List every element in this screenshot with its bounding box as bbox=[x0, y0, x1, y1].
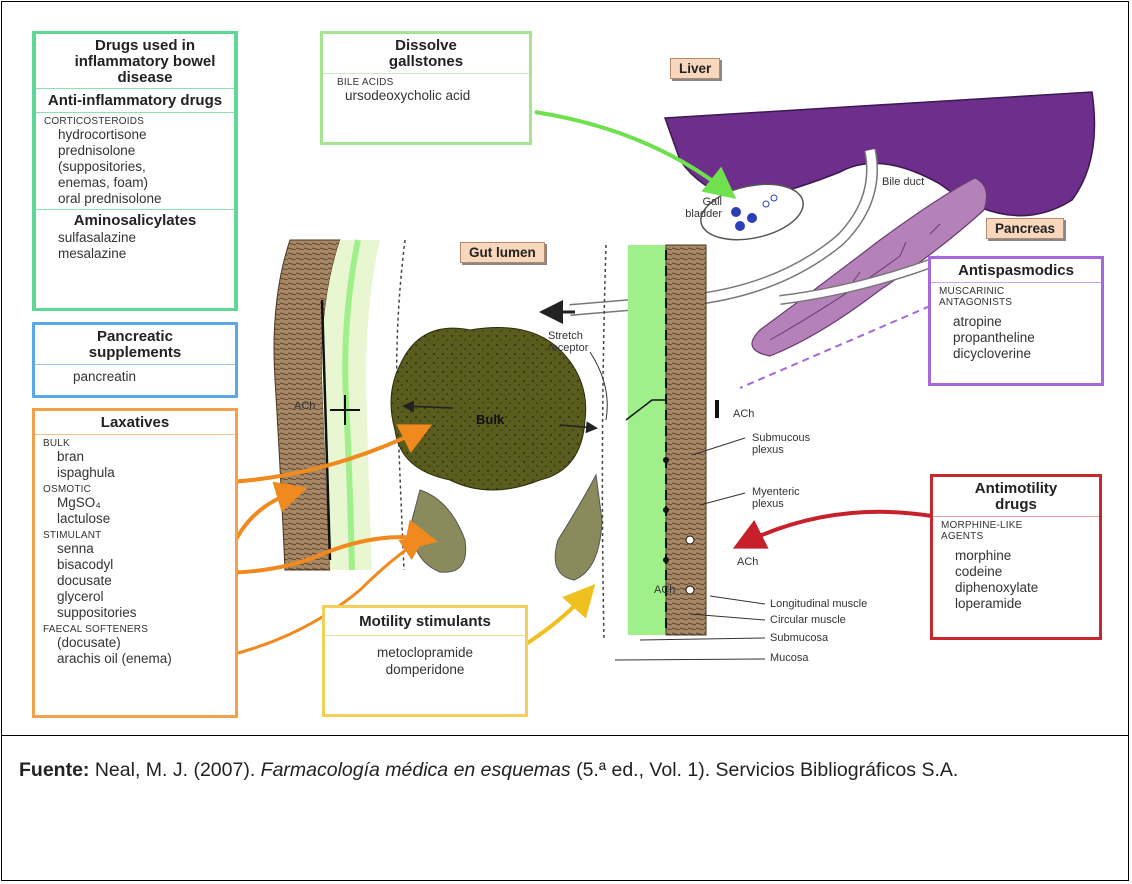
drug-item: hydrocortisone bbox=[36, 127, 234, 143]
right-mucosa-layer bbox=[628, 245, 666, 635]
drug-item: enemas, foam) bbox=[36, 175, 234, 191]
motility-stimulants-box: Motility stimulants metoclopramide dompe… bbox=[322, 605, 528, 717]
gallstones-box: Dissolve gallstones BILE ACIDS ursodeoxy… bbox=[320, 31, 532, 145]
stimulant-category: STIMULANT bbox=[35, 527, 235, 541]
gall-bladder-label: Gall bladder bbox=[676, 196, 722, 220]
drug-item: MgSO₄ bbox=[35, 495, 235, 511]
liver-tag: Liver bbox=[670, 58, 720, 79]
morphine-like-category: MORPHINE-LIKE AGENTS bbox=[933, 517, 1099, 542]
ibd-drugs-box: Drugs used in inflammatory bowel disease… bbox=[32, 31, 238, 311]
bulk-category: BULK bbox=[35, 435, 235, 449]
caption-book-title: Farmacología médica en esquemas bbox=[261, 759, 571, 781]
corticosteroids-category: CORTICOSTEROIDS bbox=[36, 113, 234, 127]
laxatives-title: Laxatives bbox=[35, 411, 235, 434]
ach-label-up: ACh bbox=[654, 584, 675, 596]
motility-title: Motility stimulants bbox=[325, 608, 525, 635]
pancreatic-supplements-box: Pancreatic supplements pancreatin bbox=[32, 322, 238, 398]
drug-item: metoclopramide bbox=[325, 644, 525, 661]
right-muscle-layer bbox=[666, 245, 706, 635]
drug-item: mesalazine bbox=[36, 246, 234, 262]
pancreatic-title: Pancreatic supplements bbox=[35, 325, 235, 364]
drug-item: loperamide bbox=[933, 596, 1099, 612]
laxatives-box: Laxatives BULK bran ispaghula OSMOTIC Mg… bbox=[32, 408, 238, 718]
drug-item: (suppositories, bbox=[36, 159, 234, 175]
bile-acids-category: BILE ACIDS bbox=[323, 74, 529, 88]
gut-lumen-tag: Gut lumen bbox=[460, 242, 545, 263]
drug-item: ursodeoxycholic acid bbox=[323, 88, 529, 104]
submucosa-label: Submucosa bbox=[770, 632, 828, 644]
ach-label-down: ACh bbox=[737, 556, 758, 568]
gi-drugs-diagram: Drugs used in inflammatory bowel disease… bbox=[0, 0, 1132, 735]
gallstones-title: Dissolve gallstones bbox=[323, 34, 529, 73]
aminosalicylates-heading: Aminosalicylates bbox=[36, 210, 234, 230]
mucosa-label: Mucosa bbox=[770, 652, 809, 664]
stretch-receptor-label: Stretch receptor bbox=[548, 330, 608, 354]
caption-authors: Neal, M. J. (2007). bbox=[95, 759, 255, 781]
drug-item: dicycloverine bbox=[931, 346, 1101, 362]
bile-duct-label: Bile duct bbox=[882, 176, 924, 188]
muscarinic-category: MUSCARINIC ANTAGONISTS bbox=[931, 283, 1101, 308]
drug-item: propantheline bbox=[931, 330, 1101, 346]
faecal-softeners-category: FAECAL SOFTENERS bbox=[35, 621, 235, 635]
ibd-title: Drugs used in inflammatory bowel disease bbox=[36, 34, 234, 88]
ach-label-left: ACh bbox=[294, 400, 315, 412]
drug-item: pancreatin bbox=[35, 365, 235, 385]
longitudinal-muscle-label: Longitudinal muscle bbox=[770, 598, 867, 610]
drug-item: morphine bbox=[933, 548, 1099, 564]
drug-item: arachis oil (enema) bbox=[35, 651, 235, 667]
drug-item: glycerol bbox=[35, 589, 235, 605]
drug-item: sulfasalazine bbox=[36, 230, 234, 246]
pancreas-tag: Pancreas bbox=[986, 218, 1064, 239]
myenteric-plexus-label: Myenteric plexus bbox=[752, 486, 812, 510]
drug-item: docusate bbox=[35, 573, 235, 589]
drug-item: lactulose bbox=[35, 511, 235, 527]
circular-muscle-label: Circular muscle bbox=[770, 614, 846, 626]
drug-item: codeine bbox=[933, 564, 1099, 580]
ach-label-right: ACh bbox=[733, 408, 754, 420]
submucous-plexus-label: Submucous plexus bbox=[752, 432, 812, 456]
drug-item: atropine bbox=[931, 314, 1101, 330]
drug-item: bisacodyl bbox=[35, 557, 235, 573]
anti-inflammatory-heading: Anti-inflammatory drugs bbox=[36, 89, 234, 112]
drug-item: bran bbox=[35, 449, 235, 465]
caption-details: (5.ª ed., Vol. 1). Servicios Bibliográfi… bbox=[576, 759, 958, 781]
drug-item: (docusate) bbox=[35, 635, 235, 651]
drug-item: ispaghula bbox=[35, 465, 235, 481]
drug-item: suppositories bbox=[35, 605, 235, 621]
antispasmodics-title: Antispasmodics bbox=[931, 259, 1101, 282]
drug-item: oral prednisolone bbox=[36, 191, 234, 209]
bulk-label: Bulk bbox=[476, 414, 504, 426]
drug-item: diphenoxylate bbox=[933, 580, 1099, 596]
drug-item: senna bbox=[35, 541, 235, 557]
antimotility-title: Antimotility drugs bbox=[933, 477, 1099, 516]
antimotility-box: Antimotility drugs MORPHINE-LIKE AGENTS … bbox=[930, 474, 1102, 640]
antispasmodics-box: Antispasmodics MUSCARINIC ANTAGONISTS at… bbox=[928, 256, 1104, 386]
caption-label: Fuente: bbox=[19, 759, 89, 781]
caption-divider bbox=[1, 735, 1129, 736]
osmotic-category: OSMOTIC bbox=[35, 481, 235, 495]
source-caption: Fuente: Neal, M. J. (2007). Farmacología… bbox=[19, 752, 1109, 788]
drug-item: domperidone bbox=[325, 661, 525, 678]
drug-item: prednisolone bbox=[36, 143, 234, 159]
